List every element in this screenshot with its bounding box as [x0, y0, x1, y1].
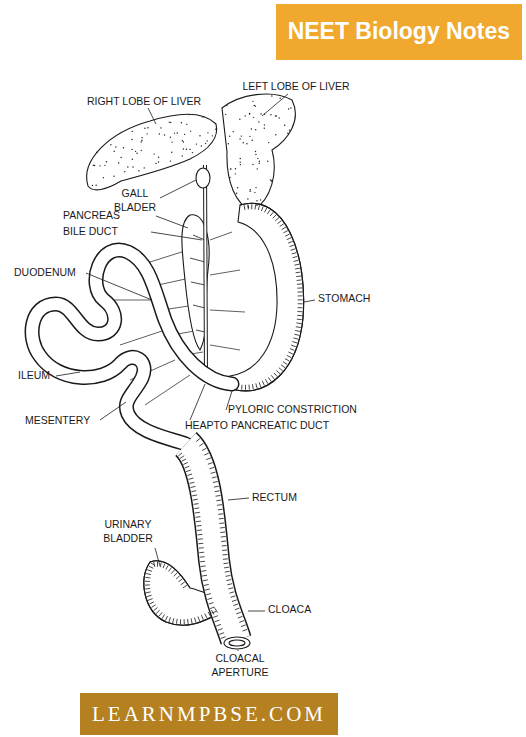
- part-label: RECTUM: [252, 491, 297, 505]
- part-label: LEFT LOBE OF LIVER: [242, 80, 349, 94]
- cloacal-aperture: [224, 637, 250, 649]
- stomach: [230, 203, 304, 391]
- pancreatic-ducts: [190, 235, 205, 332]
- gall-bladder: [196, 168, 210, 188]
- part-label: MESENTERY: [25, 414, 90, 428]
- part-label: CLOACA: [268, 603, 311, 617]
- part-label: HEAPTO PANCREATIC DUCT: [185, 419, 329, 433]
- leader-lines: [56, 94, 315, 651]
- bile-duct-lumen: [205, 165, 206, 380]
- bile-duct: [205, 165, 206, 380]
- cloacal-opening: [229, 640, 245, 646]
- left-liver-lobe: [222, 94, 295, 211]
- watermark: LEARNMPBSE.COM: [80, 693, 338, 735]
- right-liver-lobe: [87, 114, 217, 190]
- rectum-outline: [186, 444, 236, 640]
- part-label: PANCREAS: [63, 209, 120, 223]
- part-label: CLOACAL APERTURE: [199, 652, 281, 679]
- part-label: STOMACH: [318, 292, 370, 306]
- part-label: RIGHT LOBE OF LIVER: [87, 95, 201, 109]
- part-label: PYLORIC CONSTRICTION: [228, 403, 357, 417]
- stomach-wall: [236, 203, 304, 391]
- rectum-lumen: [186, 444, 236, 640]
- part-label: URINARY BLADDER: [92, 518, 164, 545]
- part-label: ILEUM: [18, 369, 50, 383]
- part-label: BILE DUCT: [63, 225, 118, 239]
- title-banner: NEET Biology Notes: [276, 4, 522, 60]
- part-label: DUODENUM: [14, 266, 76, 280]
